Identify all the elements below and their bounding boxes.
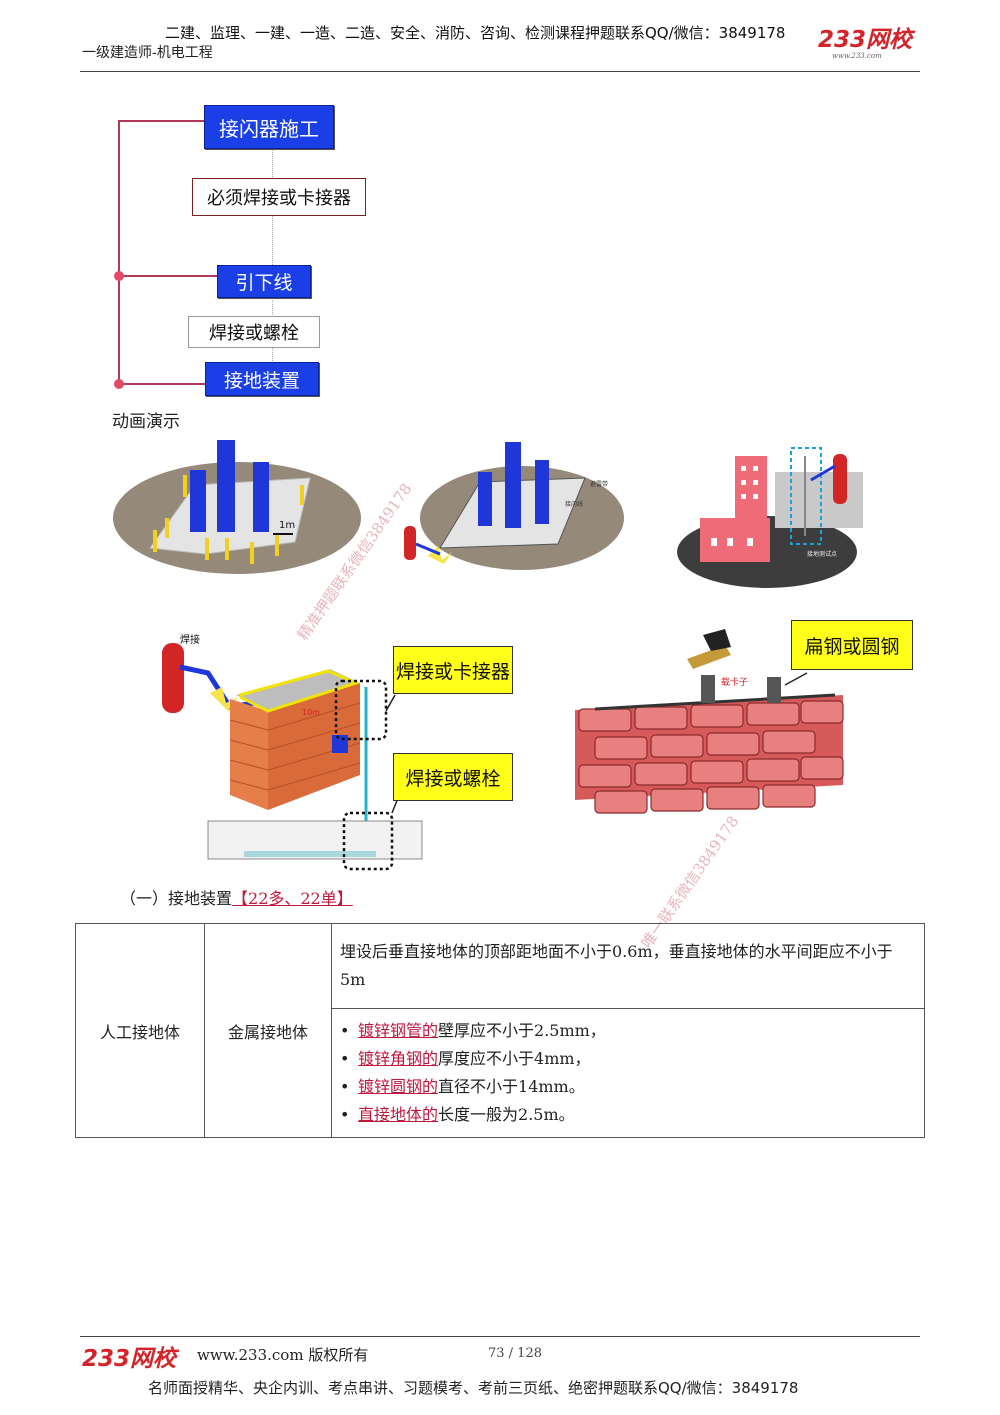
table-bullet: •镀锌圆钢的直径不小于14mm。 — [340, 1077, 585, 1096]
figure-label-test-point: 接地测试点 — [807, 550, 837, 558]
section-heading-text: （一）接地装置 — [120, 889, 233, 908]
table-cell-material-specs: •镀锌钢管的壁厚应不小于2.5mm， •镀锌角钢的厚度应不小于4mm， •镀锌圆… — [331, 1008, 925, 1138]
mindmap-node-weld-bolt: 焊接或螺栓 — [188, 316, 320, 348]
section-heading: （一）接地装置【22多、22单】 — [120, 885, 353, 909]
mindmap-node-weld-clamp: 必须焊接或卡接器 — [192, 178, 366, 216]
mindmap-node-grounding: 接地装置 — [205, 362, 319, 396]
footer-copyright: www.233.com 版权所有 — [197, 1346, 369, 1364]
figure-building-grounding: 接地测试点 — [677, 447, 863, 588]
mindmap-junction-dot — [114, 271, 124, 281]
footer-divider — [80, 1336, 920, 1337]
header-logo-url: www.233.com — [832, 52, 882, 60]
figure-1m-label: 1m — [279, 520, 295, 531]
figure-10m-label: 10m — [302, 708, 320, 717]
figure-label-lightning-belt: 避雷带 — [590, 480, 608, 488]
figure-label-air-wire: 接闪线 — [565, 500, 583, 508]
callout-flat-round-steel: 扁钢或圆钢 — [791, 620, 913, 670]
header-contact-line: 二建、监理、一建、一造、二造、安全、消防、咨询、检测课程押题联系QQ/微信：38… — [165, 24, 786, 42]
table-bullet: •直接地体的长度一般为2.5m。 — [340, 1105, 575, 1124]
figure-clip-label: 载卡子 — [721, 676, 748, 688]
table-bullet: •镀锌钢管的壁厚应不小于2.5mm， — [340, 1021, 606, 1040]
bullet-text: 长度一般为2.5m。 — [438, 1105, 575, 1124]
bullet-key: 直接地体的 — [358, 1105, 439, 1124]
callout-weld-clamp: 焊接或卡接器 — [393, 646, 513, 694]
mindmap-branch-1 — [118, 120, 206, 122]
header-logo: 233网校 www.233.com — [818, 28, 912, 60]
bullet-key: 镀锌角钢的 — [358, 1049, 439, 1068]
mindmap-connector — [272, 150, 273, 365]
footer-logo: 233网校 — [82, 1346, 177, 1372]
bullet-key: 镀锌钢管的 — [358, 1021, 439, 1040]
figure-weld-label: 焊接 — [180, 633, 200, 646]
bullet-text: 壁厚应不小于2.5mm， — [438, 1021, 606, 1040]
page-number: 73 / 128 — [488, 1346, 542, 1361]
header-subtitle: 一级建造师-机电工程 — [82, 45, 213, 61]
figure-brick-wall-strip: 载卡子 — [575, 629, 844, 814]
table-cell-metal-electrode: 金属接地体 — [204, 923, 332, 1138]
bullet-text: 厚度应不小于4mm， — [438, 1049, 591, 1068]
section-heading-tag: 【22多、22单】 — [232, 889, 353, 908]
header-divider — [80, 71, 920, 72]
mindmap-node-down-conductor: 引下线 — [217, 265, 311, 298]
mindmap-branch-2 — [118, 275, 218, 277]
table-bullet: •镀锌角钢的厚度应不小于4mm， — [340, 1049, 591, 1068]
mindmap-junction-dot — [114, 379, 124, 389]
mindmap-branch-3 — [118, 383, 206, 385]
callout-weld-bolt: 焊接或螺栓 — [393, 753, 513, 801]
table-cell-artificial-electrode: 人工接地体 — [75, 923, 205, 1138]
header-logo-text: 233网校 — [818, 27, 913, 53]
figure-brick-downconductor: 焊接 10m — [162, 633, 423, 871]
mindmap-node-air-terminal: 接闪器施工 — [204, 105, 334, 149]
mindmap-trunk — [118, 120, 120, 386]
grounding-table: 人工接地体 金属接地体 埋设后垂直接地体的顶部距地面不小于0.6m，垂直接地体的… — [75, 923, 925, 1138]
table-cell-depth-spacing: 埋设后垂直接地体的顶部距地面不小于0.6m，垂直接地体的水平间距应不小于5m — [331, 923, 925, 1009]
bullet-key: 镀锌圆钢的 — [358, 1077, 439, 1096]
figure-lightning-strike: 避雷带 接闪线 — [404, 442, 624, 570]
footer-contact-line: 名师面授精华、央企内训、考点串讲、习题模考、考前三页纸、绝密押题联系QQ/微信：… — [148, 1379, 799, 1397]
bullet-text: 直径不小于14mm。 — [438, 1077, 585, 1096]
figure-grounding-electrodes: 1m — [113, 440, 361, 574]
animation-label: 动画演示 — [112, 412, 180, 432]
